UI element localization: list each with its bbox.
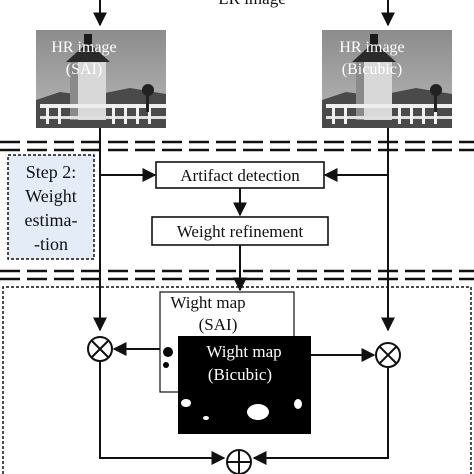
weight-map-bicubic xyxy=(178,336,311,434)
section-separator-1 xyxy=(0,140,474,152)
hr-image-bicubic-title: HR image xyxy=(339,39,404,56)
step2-line2: Weight xyxy=(25,186,77,206)
hr-image-sai-title: HR image xyxy=(51,39,116,56)
section-separator-2 xyxy=(0,269,474,281)
weight-refinement-box xyxy=(151,216,329,246)
hr-image-sai-photo xyxy=(36,30,166,128)
weight-map-sai-subtitle: (SAI) xyxy=(199,315,238,334)
add-circle-icon xyxy=(226,449,252,474)
bicubic-product-line xyxy=(252,367,389,465)
step2-line4: -tion xyxy=(34,234,68,254)
hr-image-bicubic-photo xyxy=(322,30,452,128)
step2-line1: Step 2: xyxy=(26,162,77,182)
weight-refinement-label: Weight refinement xyxy=(177,222,304,241)
weight-map-bicubic-title: Wight map xyxy=(206,342,281,361)
multiply-circle-icon xyxy=(375,342,401,368)
lr-image-label: LR image xyxy=(218,0,286,8)
sai-product-line xyxy=(99,361,226,465)
hr-image-bicubic-subtitle: (Bicubic) xyxy=(342,61,402,78)
hr-image-sai-subtitle: (SAI) xyxy=(66,61,102,78)
artifact-detection-label: Artifact detection xyxy=(180,166,300,185)
multiply-circle-icon xyxy=(87,336,113,362)
bottom-section-frame xyxy=(2,286,472,474)
weight-map-bicubic-subtitle: (Bicubic) xyxy=(208,365,272,384)
weight-map-bicubic-blobs xyxy=(181,399,302,420)
weight-map-sai-title: Wight map xyxy=(170,293,245,312)
artifact-detection-box xyxy=(155,161,325,189)
step2-box xyxy=(7,154,95,260)
step2-line3: estima- xyxy=(25,210,78,230)
weight-map-sai-blobs xyxy=(163,347,173,368)
